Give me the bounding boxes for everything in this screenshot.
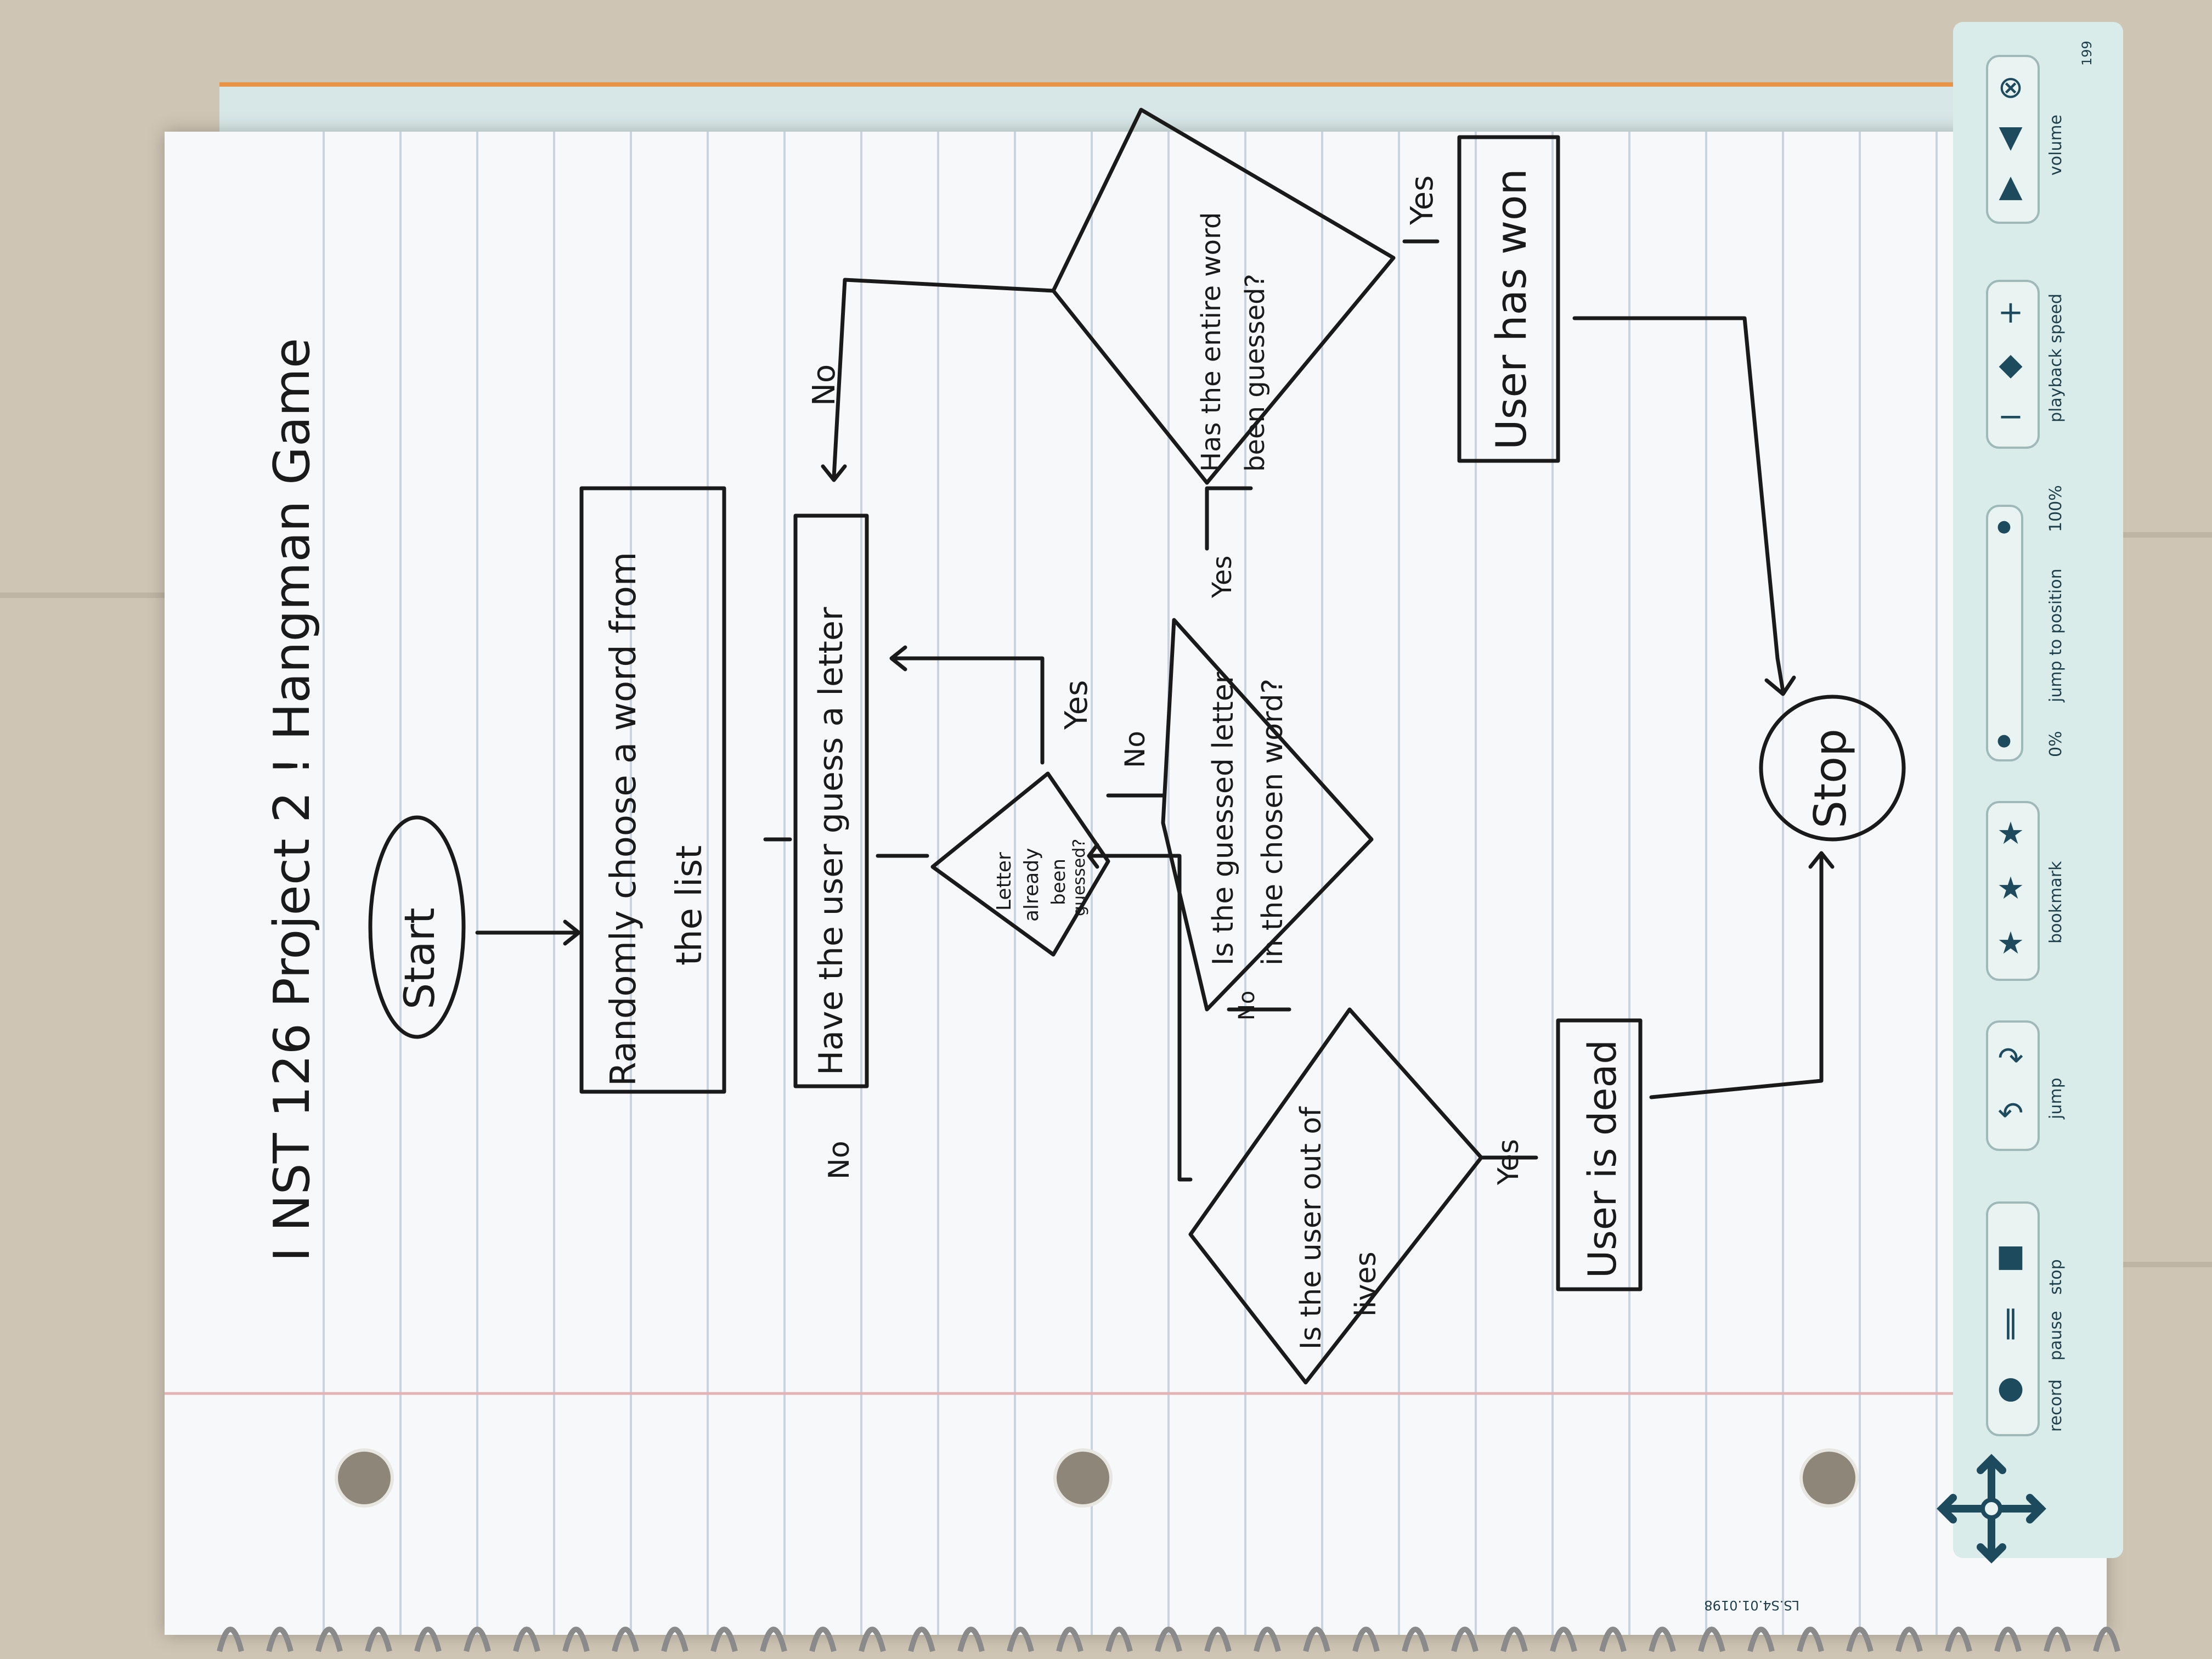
user-dead-label: User is dead	[1580, 1040, 1625, 1278]
already-guessed-line-3: been	[1048, 859, 1070, 905]
jump-forward-button[interactable]: ↷	[1997, 1040, 2024, 1076]
user-dead-box	[1556, 1018, 1643, 1291]
pause-label: pause	[2046, 1311, 2066, 1361]
arrow-dead-to-stop	[1649, 854, 1824, 1099]
position-slider[interactable]: ● ●	[1986, 505, 2023, 761]
page-number: 199	[2079, 41, 2095, 66]
arrowhead	[1808, 851, 1835, 869]
volume-label: volume	[2046, 114, 2066, 176]
already-guessed-line-1: Letter	[993, 852, 1015, 911]
volume-down-button[interactable]: ▼	[1999, 119, 2023, 155]
arrow-lives-no	[1090, 854, 1193, 1182]
out-of-lives-line-2: lives	[1350, 1251, 1383, 1317]
speed-up-button[interactable]: +	[1997, 294, 2024, 330]
ruled-lines	[165, 132, 2107, 1635]
label-already-no: No	[1119, 731, 1151, 768]
spiral-binding	[217, 1627, 2120, 1652]
entire-word-line-2: been guessed?	[1240, 273, 1271, 472]
record-button[interactable]: ●	[1997, 1369, 2024, 1406]
label-inword-no: No	[1234, 990, 1260, 1020]
choose-word-box	[579, 486, 726, 1094]
page-code: LS.S4.01.0198	[1704, 1598, 1799, 1613]
arrowhead	[889, 645, 907, 672]
speed-normal-button[interactable]: ◆	[1999, 346, 2023, 382]
already-guessed-line-4: guessed?	[1070, 838, 1089, 916]
label-already-yes: Yes	[1059, 680, 1094, 730]
position-min-label: 0%	[2046, 731, 2066, 757]
out-of-lives-line-1: Is the user out of	[1295, 1107, 1328, 1350]
bookmark-controls: ★ ★ ★	[1986, 801, 2040, 981]
jump-label: jump	[2046, 1077, 2066, 1119]
user-won-label: User has won	[1487, 168, 1536, 450]
pause-button[interactable]: ‖	[2003, 1304, 2018, 1340]
entire-word-line-1: Has the entire word	[1196, 212, 1227, 472]
arrowhead	[563, 919, 581, 946]
position-start-dot: ●	[1996, 730, 2012, 750]
record-label: record	[2046, 1379, 2066, 1432]
volume-up-button[interactable]: ▲	[1999, 168, 2023, 204]
in-word-line-2: in the chosen word?	[1256, 678, 1289, 966]
label-entire-yes: Yes	[1404, 175, 1440, 225]
user-won-box	[1457, 135, 1560, 463]
arrow-already-yes-loop	[892, 656, 1045, 765]
guess-letter-label: Have the user guess a letter	[812, 607, 850, 1075]
mute-icon[interactable]: ⊗	[1997, 69, 2024, 105]
jump-back-button[interactable]: ↶	[1997, 1095, 2024, 1131]
position-max-label: 100%	[2046, 485, 2066, 532]
stop-button[interactable]: ■	[1996, 1238, 2025, 1274]
playback-speed-label: playback speed	[2046, 294, 2066, 422]
stop-label-pen: stop	[2046, 1259, 2066, 1295]
label-entire-no: No	[806, 364, 842, 406]
speed-down-button[interactable]: −	[1997, 398, 2024, 435]
out-of-lives-diamond	[1188, 1007, 1483, 1385]
position-end-dot: ●	[1996, 516, 2012, 536]
stop-circle	[1759, 695, 1906, 842]
punch-hole	[1799, 1448, 1859, 1508]
arrow-entire-no	[832, 278, 1056, 479]
in-word-diamond	[1161, 618, 1374, 1012]
entire-word-diamond	[1051, 108, 1396, 485]
page-title: I NST 126 Project 2 ! Hangman Game	[263, 337, 321, 1262]
couch-seam	[2096, 532, 2212, 538]
start-oval	[368, 815, 466, 1039]
in-word-line-1: Is the guessed letter	[1207, 672, 1240, 966]
already-guessed-diamond	[930, 771, 1110, 957]
notebook-page	[165, 132, 2107, 1635]
label-lives-no: No	[823, 1141, 856, 1180]
navigation-cross-icon[interactable]	[1931, 1448, 2052, 1569]
start-label: Start	[395, 907, 444, 1009]
arrowhead	[821, 464, 847, 482]
label-lives-yes: Yes	[1492, 1139, 1525, 1185]
already-guessed-line-2: already	[1020, 848, 1043, 922]
choose-word-line-2: the list	[669, 845, 710, 966]
record-controls: ● ‖ ■	[1986, 1201, 2040, 1436]
couch-seam	[0, 592, 165, 598]
bookmark-label: bookmark	[2046, 861, 2066, 944]
volume-controls: ▲ ▼ ⊗	[1986, 55, 2040, 224]
jump-to-position-label: jump to position	[2046, 568, 2066, 702]
prev-bookmark-button[interactable]: ★	[1996, 870, 2025, 906]
jump-controls: ↶ ↷	[1986, 1020, 2040, 1151]
bookmark-button[interactable]: ★	[1996, 925, 2025, 961]
stop-label: Stop	[1805, 729, 1856, 828]
arrow-won-to-stop	[1572, 316, 1785, 693]
pen-control-strip: ● ‖ ■ ↶ ↷ ★ ★ ★ ● ● − ◆ + ▲ ▼ ⊗ record p…	[1953, 22, 2123, 1558]
punch-hole	[335, 1448, 394, 1508]
arrow-inword-yes	[1205, 486, 1253, 551]
guess-letter-box	[793, 514, 869, 1088]
choose-word-line-1: Randomly choose a word from	[603, 551, 644, 1086]
couch-seam	[2096, 1262, 2212, 1267]
next-bookmark-button[interactable]: ★	[1996, 815, 2025, 851]
label-inword-yes: Yes	[1207, 555, 1238, 598]
speed-controls: − ◆ +	[1986, 280, 2040, 449]
arrowhead	[1087, 843, 1099, 869]
punch-hole	[1053, 1448, 1113, 1508]
arrowhead	[1764, 675, 1796, 696]
